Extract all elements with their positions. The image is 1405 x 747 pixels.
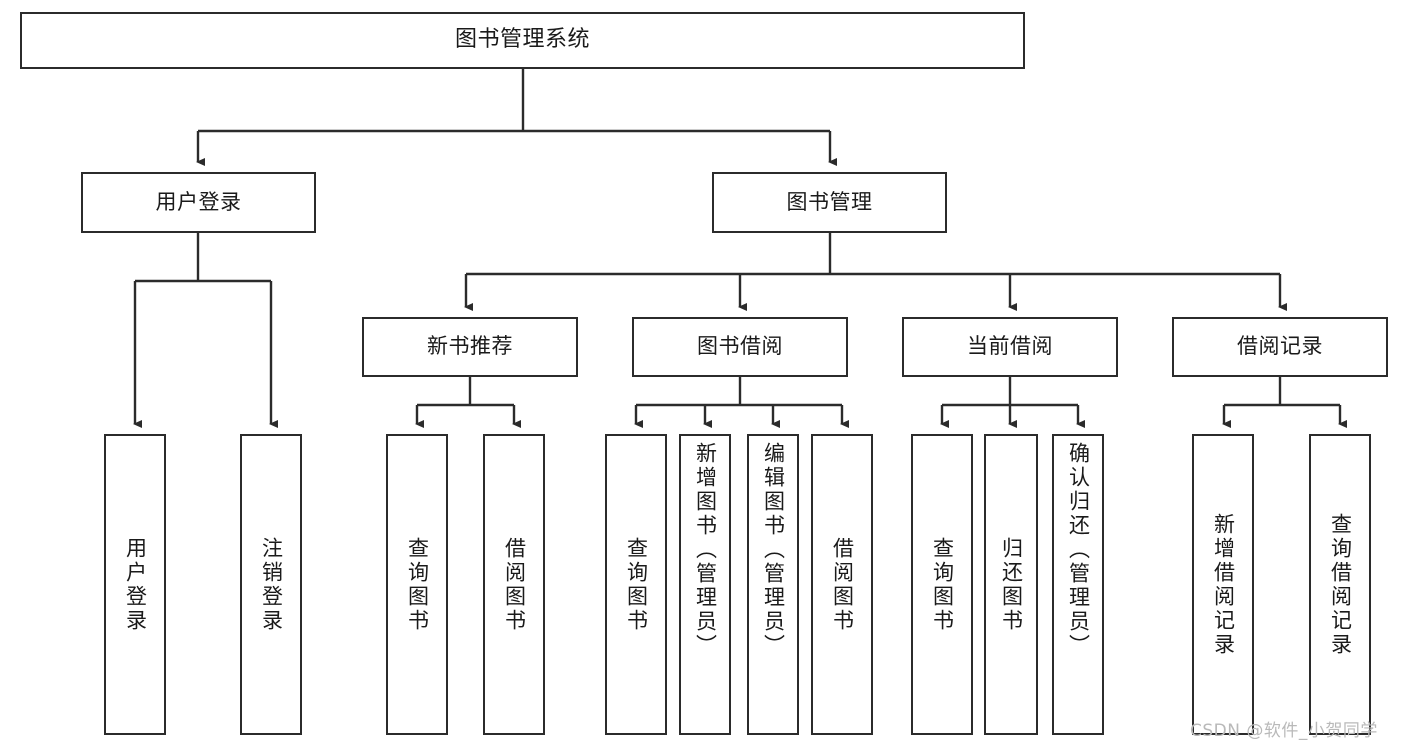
node-current-borrow[interactable]: 当前借阅	[902, 317, 1118, 377]
node-label: 当前借阅	[967, 334, 1053, 359]
leaf-query-borrow-record[interactable]: 查询借阅记录	[1309, 434, 1371, 735]
csdn-watermark: CSDN @软件_小贺同学	[1190, 721, 1378, 741]
leaf-edit-book-admin[interactable]: 编辑图书（管理员）	[747, 434, 799, 735]
node-label: 查询图书	[624, 536, 649, 633]
node-label: 查询图书	[930, 536, 955, 633]
leaf-borrow-book[interactable]: 借阅图书	[811, 434, 873, 735]
node-label: 查询借阅记录	[1328, 512, 1353, 657]
leaf-add-borrow-record[interactable]: 新增借阅记录	[1192, 434, 1254, 735]
node-label: 确认归还（管理员）	[1066, 442, 1091, 658]
leaf-logout[interactable]: 注销登录	[240, 434, 302, 735]
leaf-user-login[interactable]: 用户登录	[104, 434, 166, 735]
node-label: 借阅记录	[1237, 334, 1323, 359]
node-new-book-recommend[interactable]: 新书推荐	[362, 317, 578, 377]
node-label: 查询图书	[405, 536, 430, 633]
node-label: 新书推荐	[427, 334, 513, 359]
node-label: 用户登录	[155, 189, 242, 214]
leaf-query-book-recommend[interactable]: 查询图书	[386, 434, 448, 735]
leaf-query-book-current[interactable]: 查询图书	[911, 434, 973, 735]
leaf-borrow-book-recommend[interactable]: 借阅图书	[483, 434, 545, 735]
node-user-login[interactable]: 用户登录	[81, 172, 316, 233]
node-root-book-management-system[interactable]: 图书管理系统	[20, 12, 1025, 69]
node-label: 编辑图书（管理员）	[761, 442, 786, 658]
node-label: 图书借阅	[697, 334, 783, 359]
node-label: 新增图书（管理员）	[693, 442, 718, 658]
leaf-query-book-borrow[interactable]: 查询图书	[605, 434, 667, 735]
node-book-borrow[interactable]: 图书借阅	[632, 317, 848, 377]
leaf-add-book-admin[interactable]: 新增图书（管理员）	[679, 434, 731, 735]
node-label: 图书管理	[786, 189, 873, 214]
node-label: 图书管理系统	[454, 27, 590, 53]
node-book-management[interactable]: 图书管理	[712, 172, 947, 233]
node-label: 归还图书	[999, 536, 1024, 633]
node-label: 用户登录	[123, 536, 148, 633]
leaf-return-book[interactable]: 归还图书	[984, 434, 1038, 735]
node-label: 注销登录	[259, 536, 284, 633]
node-label: 借阅图书	[502, 536, 527, 633]
node-label: 新增借阅记录	[1211, 512, 1236, 657]
node-label: 借阅图书	[830, 536, 855, 633]
leaf-confirm-return-admin[interactable]: 确认归还（管理员）	[1052, 434, 1104, 735]
node-borrow-record[interactable]: 借阅记录	[1172, 317, 1388, 377]
